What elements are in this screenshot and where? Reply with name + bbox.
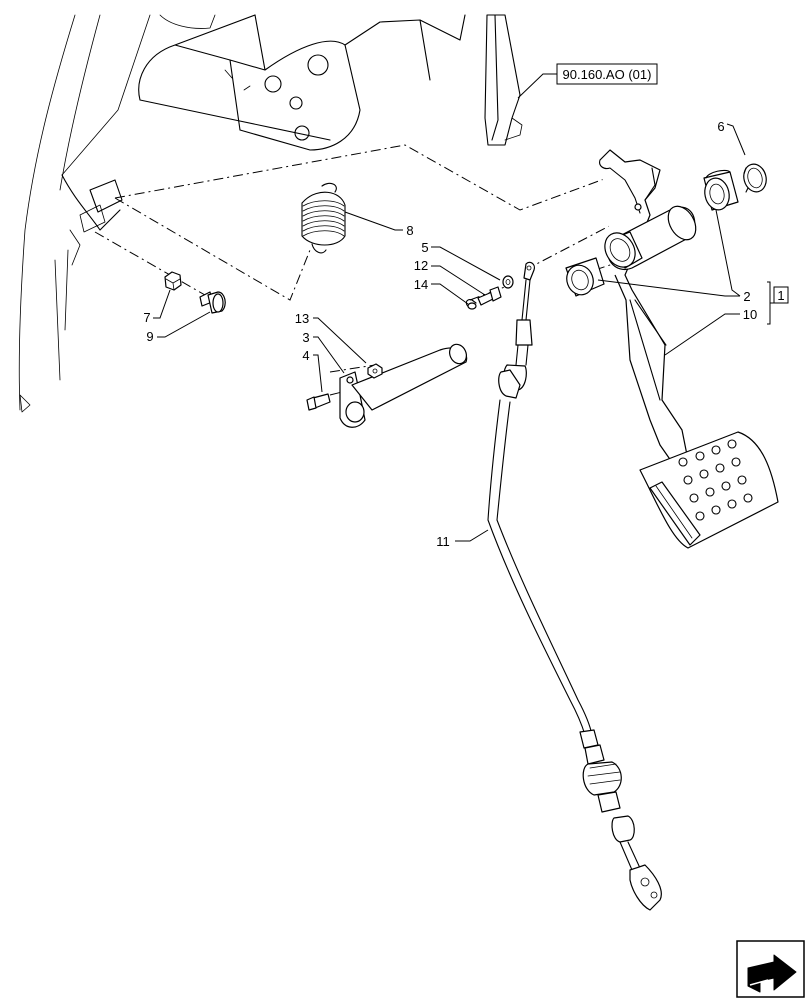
snap-ring-part-6	[743, 163, 767, 193]
bolt-part-9	[199, 291, 226, 314]
callout-14: 14	[414, 277, 428, 292]
callout-3: 3	[302, 330, 309, 345]
clip-part-14	[465, 299, 477, 310]
callout-8: 8	[406, 223, 413, 238]
leader-lines	[153, 73, 774, 542]
clutch-cable-part-11	[487, 261, 662, 911]
callout-9: 9	[146, 329, 153, 344]
callout-labels: 6 8 5 12 14 2 10 7 9 13 3 4 11	[143, 119, 757, 549]
next-page-arrow-icon[interactable]	[736, 940, 805, 998]
bolt-part-4	[306, 393, 331, 411]
bushing-part-2-right	[703, 169, 739, 211]
vertical-bracket	[484, 14, 523, 146]
callout-2: 2	[743, 289, 750, 304]
callout-11: 11	[436, 534, 450, 549]
bushing-part-2-left	[565, 257, 605, 297]
washer-part-5	[502, 275, 514, 289]
callout-12: 12	[414, 258, 428, 273]
centerlines	[94, 144, 641, 396]
reference-tag-90-160-ao[interactable]: 90.160.AO (01)	[556, 63, 658, 85]
reference-tag-label: 90.160.AO (01)	[563, 67, 652, 82]
group-box-label: 1	[777, 288, 784, 303]
group-box-1: 1	[773, 286, 789, 304]
pedal-assembly-part-10	[599, 149, 779, 549]
cab-frame-outline	[18, 14, 466, 413]
pivot-shaft-part-3	[339, 343, 468, 428]
nut-part-13	[367, 363, 383, 379]
callout-10: 10	[743, 307, 757, 322]
callout-4: 4	[302, 348, 309, 363]
clevis-pin-part-12	[477, 286, 502, 306]
return-spring-part-8	[301, 182, 346, 254]
callout-13: 13	[295, 311, 309, 326]
callout-7: 7	[143, 310, 150, 325]
nut-part-7	[164, 271, 182, 291]
pedal-pad-holes	[678, 439, 753, 521]
callout-6: 6	[717, 119, 724, 134]
callout-5: 5	[421, 240, 428, 255]
